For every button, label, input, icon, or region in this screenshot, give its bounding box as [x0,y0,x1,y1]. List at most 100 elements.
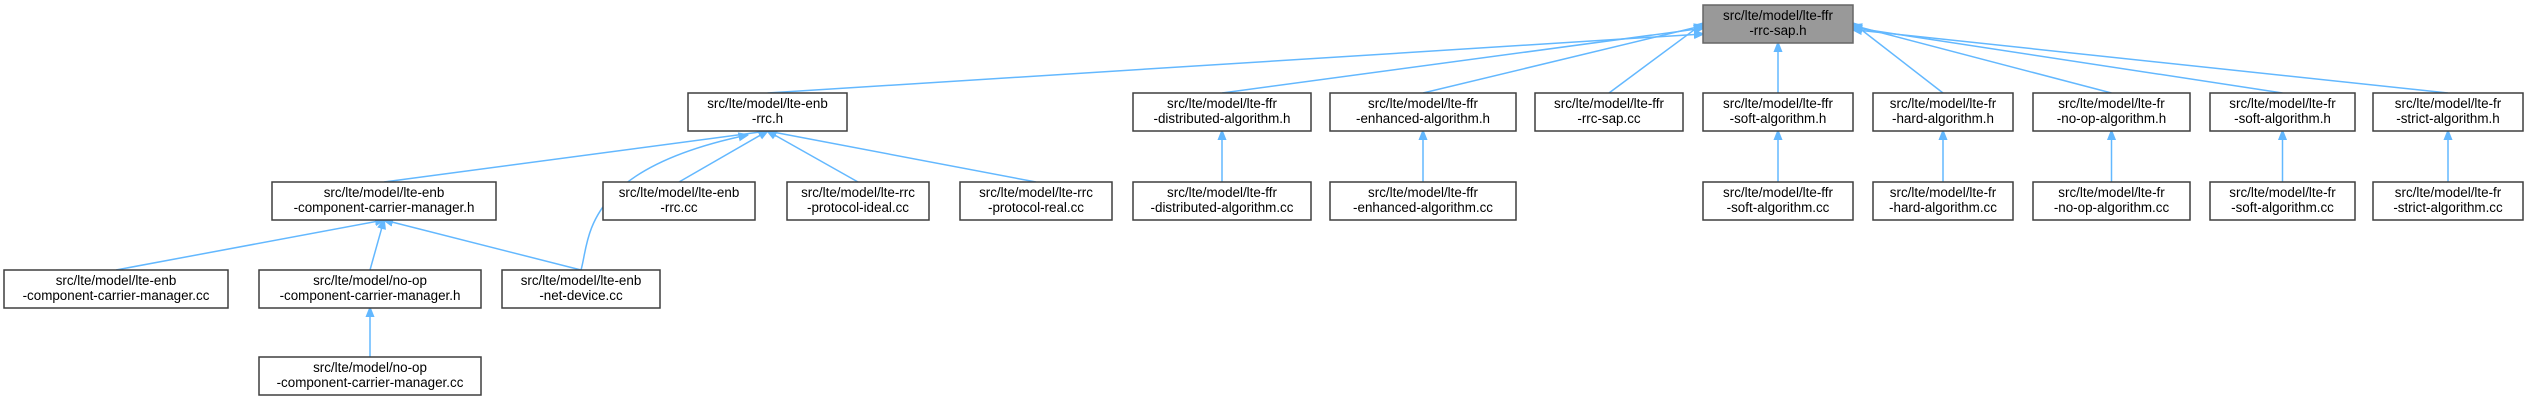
node-box [1329,181,1517,221]
graph-node[interactable]: src/lte/model/lte-ffr-enhanced-algorithm… [1329,92,1517,132]
node-label-line: -hard-algorithm.cc [1889,200,1997,215]
node-box [2372,181,2524,221]
graph-node[interactable]: src/lte/model/lte-fr-hard-algorithm.cc [1872,181,2014,221]
graph-node[interactable]: src/lte/model/no-op-component-carrier-ma… [258,356,482,396]
node-box [2032,92,2191,132]
dependency-edge [1221,28,1703,94]
node-label-line: -strict-algorithm.h [2396,111,2499,126]
node-box [258,269,482,309]
node-label-line: src/lte/model/lte-fr [2395,185,2502,200]
node-label-line: src/lte/model/lte-ffr [1167,96,1277,111]
node-label-line: src/lte/model/lte-ffr [1723,8,1833,23]
dependency-edge [678,131,768,183]
node-label-line: -component-carrier-manager.cc [277,375,464,390]
graph-node[interactable]: src/lte/model/lte-enb-component-carrier-… [3,269,229,309]
graph-node[interactable]: src/lte/model/lte-fr-no-op-algorithm.cc [2032,181,2191,221]
node-label-line: src/lte/model/lte-ffr [1723,96,1833,111]
graph-node[interactable]: src/lte/model/lte-ffr-soft-algorithm.cc [1702,181,1854,221]
node-label-line: src/lte/model/lte-ffr [1167,185,1277,200]
node-label-line: src/lte/model/lte-enb [56,273,177,288]
node-box [2032,181,2191,221]
graph-node[interactable]: src/lte/model/lte-fr-soft-algorithm.cc [2209,181,2356,221]
node-box [786,181,930,221]
node-label-line: src/lte/model/lte-ffr [1723,185,1833,200]
graph-node[interactable]: src/lte/model/lte-enb-component-carrier-… [271,181,497,221]
graph-node[interactable]: src/lte/model/no-op-component-carrier-ma… [258,269,482,309]
dependency-edge [369,220,384,271]
node-label-line: src/lte/model/lte-ffr [1554,96,1664,111]
node-box [1329,92,1517,132]
node-box [1132,92,1312,132]
node-label-line: -enhanced-algorithm.h [1356,111,1490,126]
graph-node[interactable]: src/lte/model/lte-fr-no-op-algorithm.h [2032,92,2191,132]
node-box [1872,92,2014,132]
node-label-line: src/lte/model/no-op [313,360,427,375]
node-label-line: -component-carrier-manager.h [294,200,475,215]
node-label-line: -rrc-sap.cc [1577,111,1641,126]
node-label-line: src/lte/model/lte-fr [2058,96,2165,111]
graph-node[interactable]: src/lte/model/lte-fr-soft-algorithm.h [2209,92,2356,132]
dependency-edge [1853,25,2112,94]
node-label-line: -rrc.h [752,111,783,126]
node-label-line: -soft-algorithm.h [2234,111,2331,126]
graph-node[interactable]: src/lte/model/lte-fr-hard-algorithm.h [1872,92,2014,132]
node-label-line: -rrc-sap.h [1749,23,1806,38]
node-label-line: -protocol-real.cc [988,200,1084,215]
graph-node[interactable]: src/lte/model/lte-enb-rrc.cc [602,181,756,221]
node-label-line: src/lte/model/lte-enb [324,185,445,200]
node-box [1534,92,1684,132]
graph-node-root[interactable]: src/lte/model/lte-ffr-rrc-sap.h [1702,4,1854,44]
node-label-line: src/lte/model/lte-fr [1890,185,1997,200]
graph-node[interactable]: src/lte/model/lte-ffr-enhanced-algorithm… [1329,181,1517,221]
node-box [2209,181,2356,221]
node-label-line: -no-op-algorithm.cc [2054,200,2170,215]
node-label-line: src/lte/model/lte-enb [619,185,740,200]
dependency-edge [115,220,384,271]
graph-node[interactable]: src/lte/model/lte-enb-net-device.cc [501,269,661,309]
node-label-line: -distributed-algorithm.h [1154,111,1291,126]
node-label-line: src/lte/model/lte-fr [1890,96,1997,111]
graph-node[interactable]: src/lte/model/lte-ffr-distributed-algori… [1132,181,1312,221]
dependency-edge [768,131,1037,183]
dependency-edge [384,220,582,271]
node-box [258,356,482,396]
node-box [1702,92,1854,132]
graph-node[interactable]: src/lte/model/lte-ffr-soft-algorithm.h [1702,92,1854,132]
node-box [1132,181,1312,221]
node-box [501,269,661,309]
node-box [271,181,497,221]
node-label-line: src/lte/model/lte-fr [2058,185,2165,200]
node-label-line: -no-op-algorithm.h [2057,111,2166,126]
node-label-line: src/lte/model/lte-enb [707,96,828,111]
dependency-edge [1853,23,1944,94]
dependency-edge [1608,23,1703,94]
graph-node[interactable]: src/lte/model/lte-rrc-protocol-real.cc [959,181,1113,221]
node-label-line: src/lte/model/lte-fr [2229,96,2336,111]
dependency-edge [1853,30,2449,94]
node-label-line: -soft-algorithm.cc [1727,200,1830,215]
graph-node[interactable]: src/lte/model/lte-ffr-rrc-sap.cc [1534,92,1684,132]
node-label-line: src/lte/model/lte-ffr [1368,185,1478,200]
node-box [602,181,756,221]
node-label-line: -rrc.cc [660,200,697,215]
node-label-line: src/lte/model/lte-enb [521,273,642,288]
graph-node[interactable]: src/lte/model/lte-rrc-protocol-ideal.cc [786,181,930,221]
dependency-edge [1853,28,2283,94]
node-box [1702,4,1854,44]
dependency-edge [768,131,859,183]
graph-node[interactable]: src/lte/model/lte-fr-strict-algorithm.cc [2372,181,2524,221]
graph-node[interactable]: src/lte/model/lte-enb-rrc.h [687,92,848,132]
graph-node[interactable]: src/lte/model/lte-ffr-distributed-algori… [1132,92,1312,132]
node-label-line: src/lte/model/lte-fr [2229,185,2336,200]
node-label-line: src/lte/model/lte-ffr [1368,96,1478,111]
node-box [3,269,229,309]
dependency-edge [1422,26,1703,94]
node-label-line: src/lte/model/lte-rrc [979,185,1093,200]
node-label-line: src/lte/model/no-op [313,273,427,288]
dependency-edge [383,131,768,183]
graph-node[interactable]: src/lte/model/lte-fr-strict-algorithm.h [2372,92,2524,132]
node-label-line: -net-device.cc [539,288,623,303]
node-label-line: src/lte/model/lte-fr [2395,96,2502,111]
node-box [1702,181,1854,221]
